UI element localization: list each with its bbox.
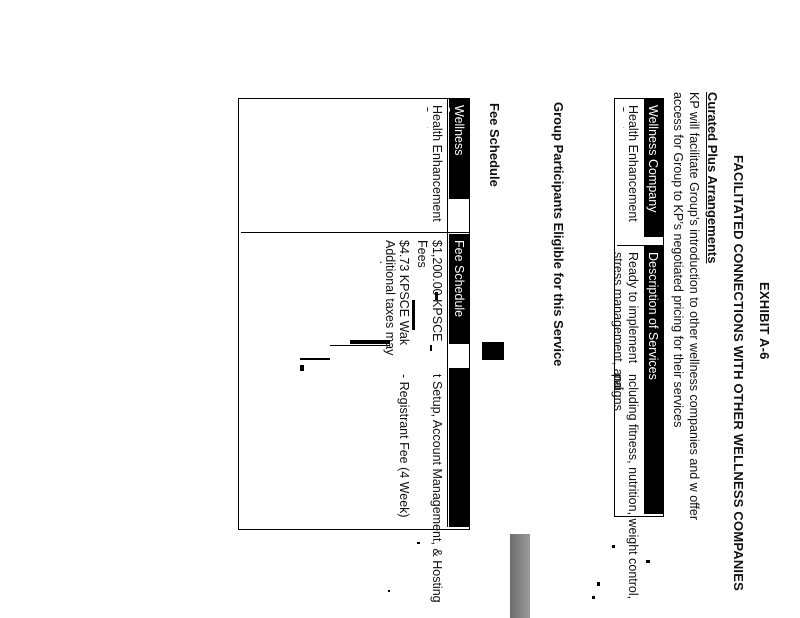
fee-column-divider (241, 232, 469, 233)
scan-mark (435, 292, 438, 300)
page-title: FACILITATED CONNECTIONS WITH OTHER WELLN… (731, 155, 746, 591)
scan-mark (412, 300, 415, 330)
scan-speck (646, 560, 650, 563)
exhibit-label: EXHIBIT A-6 (757, 282, 772, 360)
services-header-fill (644, 454, 663, 514)
fee-header-schedule: Fee Schedule (449, 234, 469, 344)
services-description-cont2: paigns (611, 374, 625, 411)
services-header-company: Wellness Company (644, 99, 663, 237)
section-heading: Curated Plus Arrangements (705, 92, 720, 264)
fee-schedule-label: Fee Schedule (487, 103, 502, 187)
scan-mark (350, 342, 380, 344)
scan-speck (612, 545, 615, 548)
fee-company-cell: Health Enhancement Systems (427, 105, 444, 222)
scan-speck (597, 582, 600, 586)
fee-cont1: t Setup, Account Management, & Hosting (430, 374, 444, 603)
intro-paragraph: KP will facilitate Group’s introduction … (671, 92, 701, 521)
fee-header-company: Wellness Company (438, 99, 469, 199)
scan-mark (482, 342, 504, 360)
grey-scan-strip (510, 534, 530, 618)
fee-header-fill (449, 368, 469, 527)
services-company-cell: Health Enhancement Systems (623, 105, 640, 222)
fee-header-rule (447, 99, 448, 527)
services-header-description: Description of Services (644, 246, 663, 454)
eligible-label: Group Participants Eligible for this Ser… (551, 102, 566, 367)
scan-mark (330, 345, 390, 346)
scan-speck (592, 596, 595, 599)
fee-line2: Fees (415, 240, 429, 268)
scan-speck (388, 590, 390, 592)
scan-mark (300, 365, 304, 371)
scan-mark (300, 358, 330, 360)
scan-speck (417, 542, 420, 544)
scan-mark (430, 345, 432, 351)
fee-additional: Additional taxes may apply (380, 240, 397, 356)
